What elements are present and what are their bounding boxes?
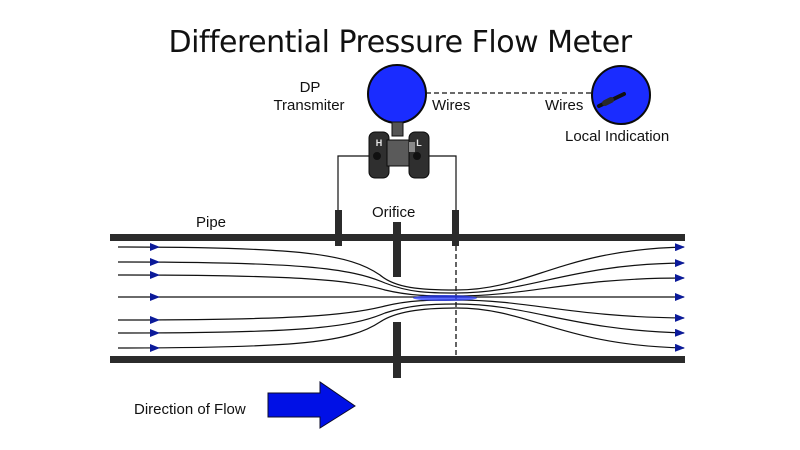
direction-of-flow-label: Direction of Flow [134, 401, 246, 418]
wires-label-left: Wires [432, 97, 470, 114]
dp-label: DP [300, 79, 321, 96]
local-indicator-gauge-icon [591, 65, 651, 125]
vena-contracta-highlight [413, 295, 477, 301]
pipe-label: Pipe [196, 214, 226, 231]
dp-transmitter-gauge-icon [367, 64, 427, 137]
high-pressure-tap [335, 210, 342, 246]
low-port-label: L [416, 138, 422, 148]
diagram-title: Differential Pressure Flow Meter [168, 25, 632, 60]
orifice-plate-bottom [393, 322, 401, 378]
streamline-arrows [150, 243, 160, 352]
orifice-label: Orifice [372, 204, 415, 221]
wires-label-right: Wires [545, 97, 583, 114]
low-pressure-tap [452, 210, 459, 246]
dp-transmitter-body: H L [368, 131, 430, 179]
transmitter-label: Transmiter [273, 97, 344, 114]
flow-direction-arrow-icon [267, 381, 356, 429]
flow-streamlines [117, 243, 685, 352]
impulse-lines [337, 155, 457, 212]
high-port-label: H [376, 138, 383, 148]
orifice-plate-top [393, 222, 401, 277]
local-indication-label: Local Indication [565, 128, 669, 145]
